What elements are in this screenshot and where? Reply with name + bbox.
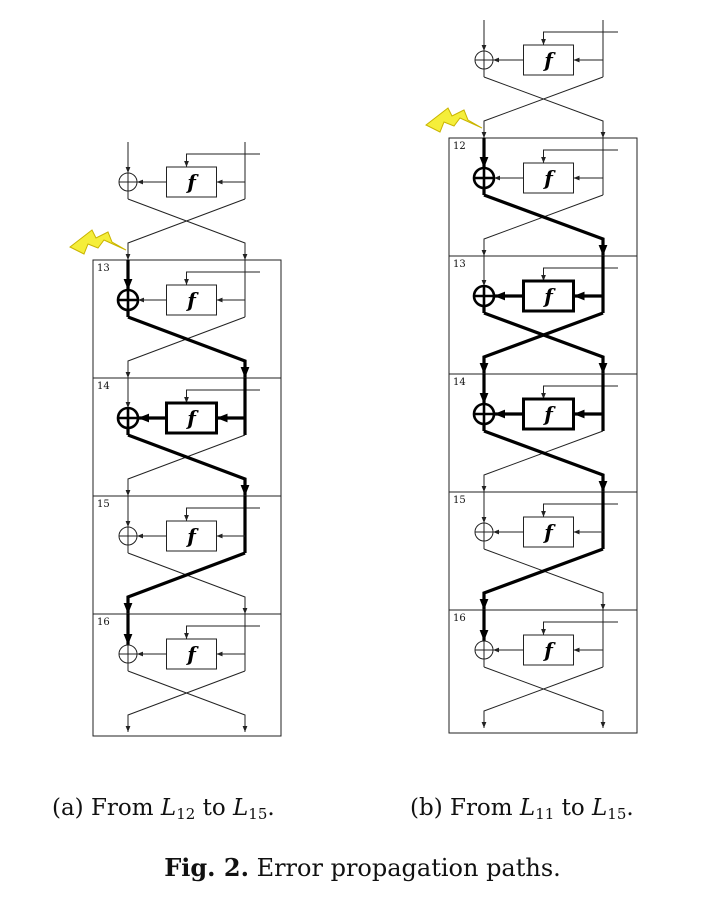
f-function-box (522, 279, 575, 313)
f-function-label: f (542, 284, 556, 308)
f-function-label: f (542, 48, 556, 72)
f-function-box (166, 284, 217, 316)
round-number-label: 13 (453, 259, 466, 270)
xor-icon (118, 172, 138, 192)
rounds-frame (92, 259, 282, 737)
f-function-label: f (542, 166, 556, 190)
round-number-label: 16 (453, 613, 466, 624)
f-function-box (523, 634, 574, 666)
crossover-wire (125, 316, 246, 378)
round-number-label: 13 (97, 263, 110, 274)
panel-a-diagram: f 13 f 14 f 15 f 16 f (69, 142, 282, 737)
xor-icon (472, 284, 496, 308)
xor-icon (472, 402, 496, 426)
xor-icon (474, 50, 494, 70)
f-function-label: f (185, 524, 199, 548)
crossover-wire (125, 670, 246, 732)
f-function-label: f (185, 170, 199, 194)
crossover-wire (125, 198, 246, 260)
panel-a-caption: (a) From L12 to L15. (52, 795, 275, 823)
fault-injection-lightning-icon (69, 229, 127, 255)
crossover-wire (127, 198, 248, 260)
round-key-input (541, 31, 618, 45)
xor-icon (474, 640, 494, 660)
crossover-wire (483, 666, 606, 728)
crossover-wire (481, 666, 604, 728)
round-key-input (541, 503, 618, 517)
round-key-input (541, 267, 618, 281)
f-function-label: f (185, 642, 199, 666)
rounds-frame (448, 137, 638, 734)
error-path-segment (123, 551, 246, 614)
xor-icon (118, 644, 138, 664)
f-function-label: f (185, 406, 199, 430)
f-function-box (165, 401, 218, 435)
round-key-input (184, 153, 260, 167)
crossover-wire (483, 76, 606, 138)
error-path-segment (127, 315, 250, 378)
crossover-wire (125, 434, 246, 496)
crossover-wire (481, 194, 604, 256)
round-number-label: 15 (97, 499, 110, 510)
round-number-label: 14 (453, 377, 466, 388)
crossover-wire (481, 76, 604, 138)
round-key-input (541, 149, 618, 163)
f-function-label: f (542, 402, 556, 426)
crossover-wire (483, 548, 606, 610)
f-function-box (523, 162, 574, 194)
panel-b-diagram: f 12 f 13 f 14 f 15 f 16 f (425, 20, 638, 734)
round-key-input (541, 621, 618, 635)
round-key-input (184, 271, 260, 285)
round-key-input (541, 385, 618, 399)
xor-icon (116, 288, 140, 312)
crossover-wire (481, 430, 604, 492)
f-function-box (523, 44, 574, 76)
round-number-label: 14 (97, 381, 110, 392)
error-path-segment (483, 311, 608, 374)
round-number-label: 15 (453, 495, 466, 506)
f-function-box (166, 166, 217, 198)
error-path-segment (483, 429, 608, 492)
round-number-label: 16 (97, 617, 110, 628)
crossover-wire (127, 670, 248, 732)
f-function-label: f (185, 288, 199, 312)
panel-b-caption: (b) From L11 to L15. (410, 795, 634, 823)
round-key-input (184, 625, 260, 639)
xor-icon (474, 522, 494, 542)
error-path-segment (127, 433, 250, 496)
error-path-segment (479, 547, 604, 610)
xor-icon (472, 166, 496, 190)
error-path-segment (483, 193, 608, 256)
f-function-label: f (542, 520, 556, 544)
crossover-wire (127, 552, 248, 614)
round-number-label: 12 (453, 141, 466, 152)
xor-icon (116, 406, 140, 430)
xor-icon (118, 526, 138, 546)
fault-injection-lightning-icon (425, 107, 483, 133)
round-key-input (184, 507, 260, 521)
round-key-input (184, 389, 260, 403)
f-function-box (523, 516, 574, 548)
error-path-segment (479, 311, 604, 374)
f-function-label: f (542, 638, 556, 662)
figure-caption: Fig. 2. Error propagation paths. (164, 853, 561, 882)
